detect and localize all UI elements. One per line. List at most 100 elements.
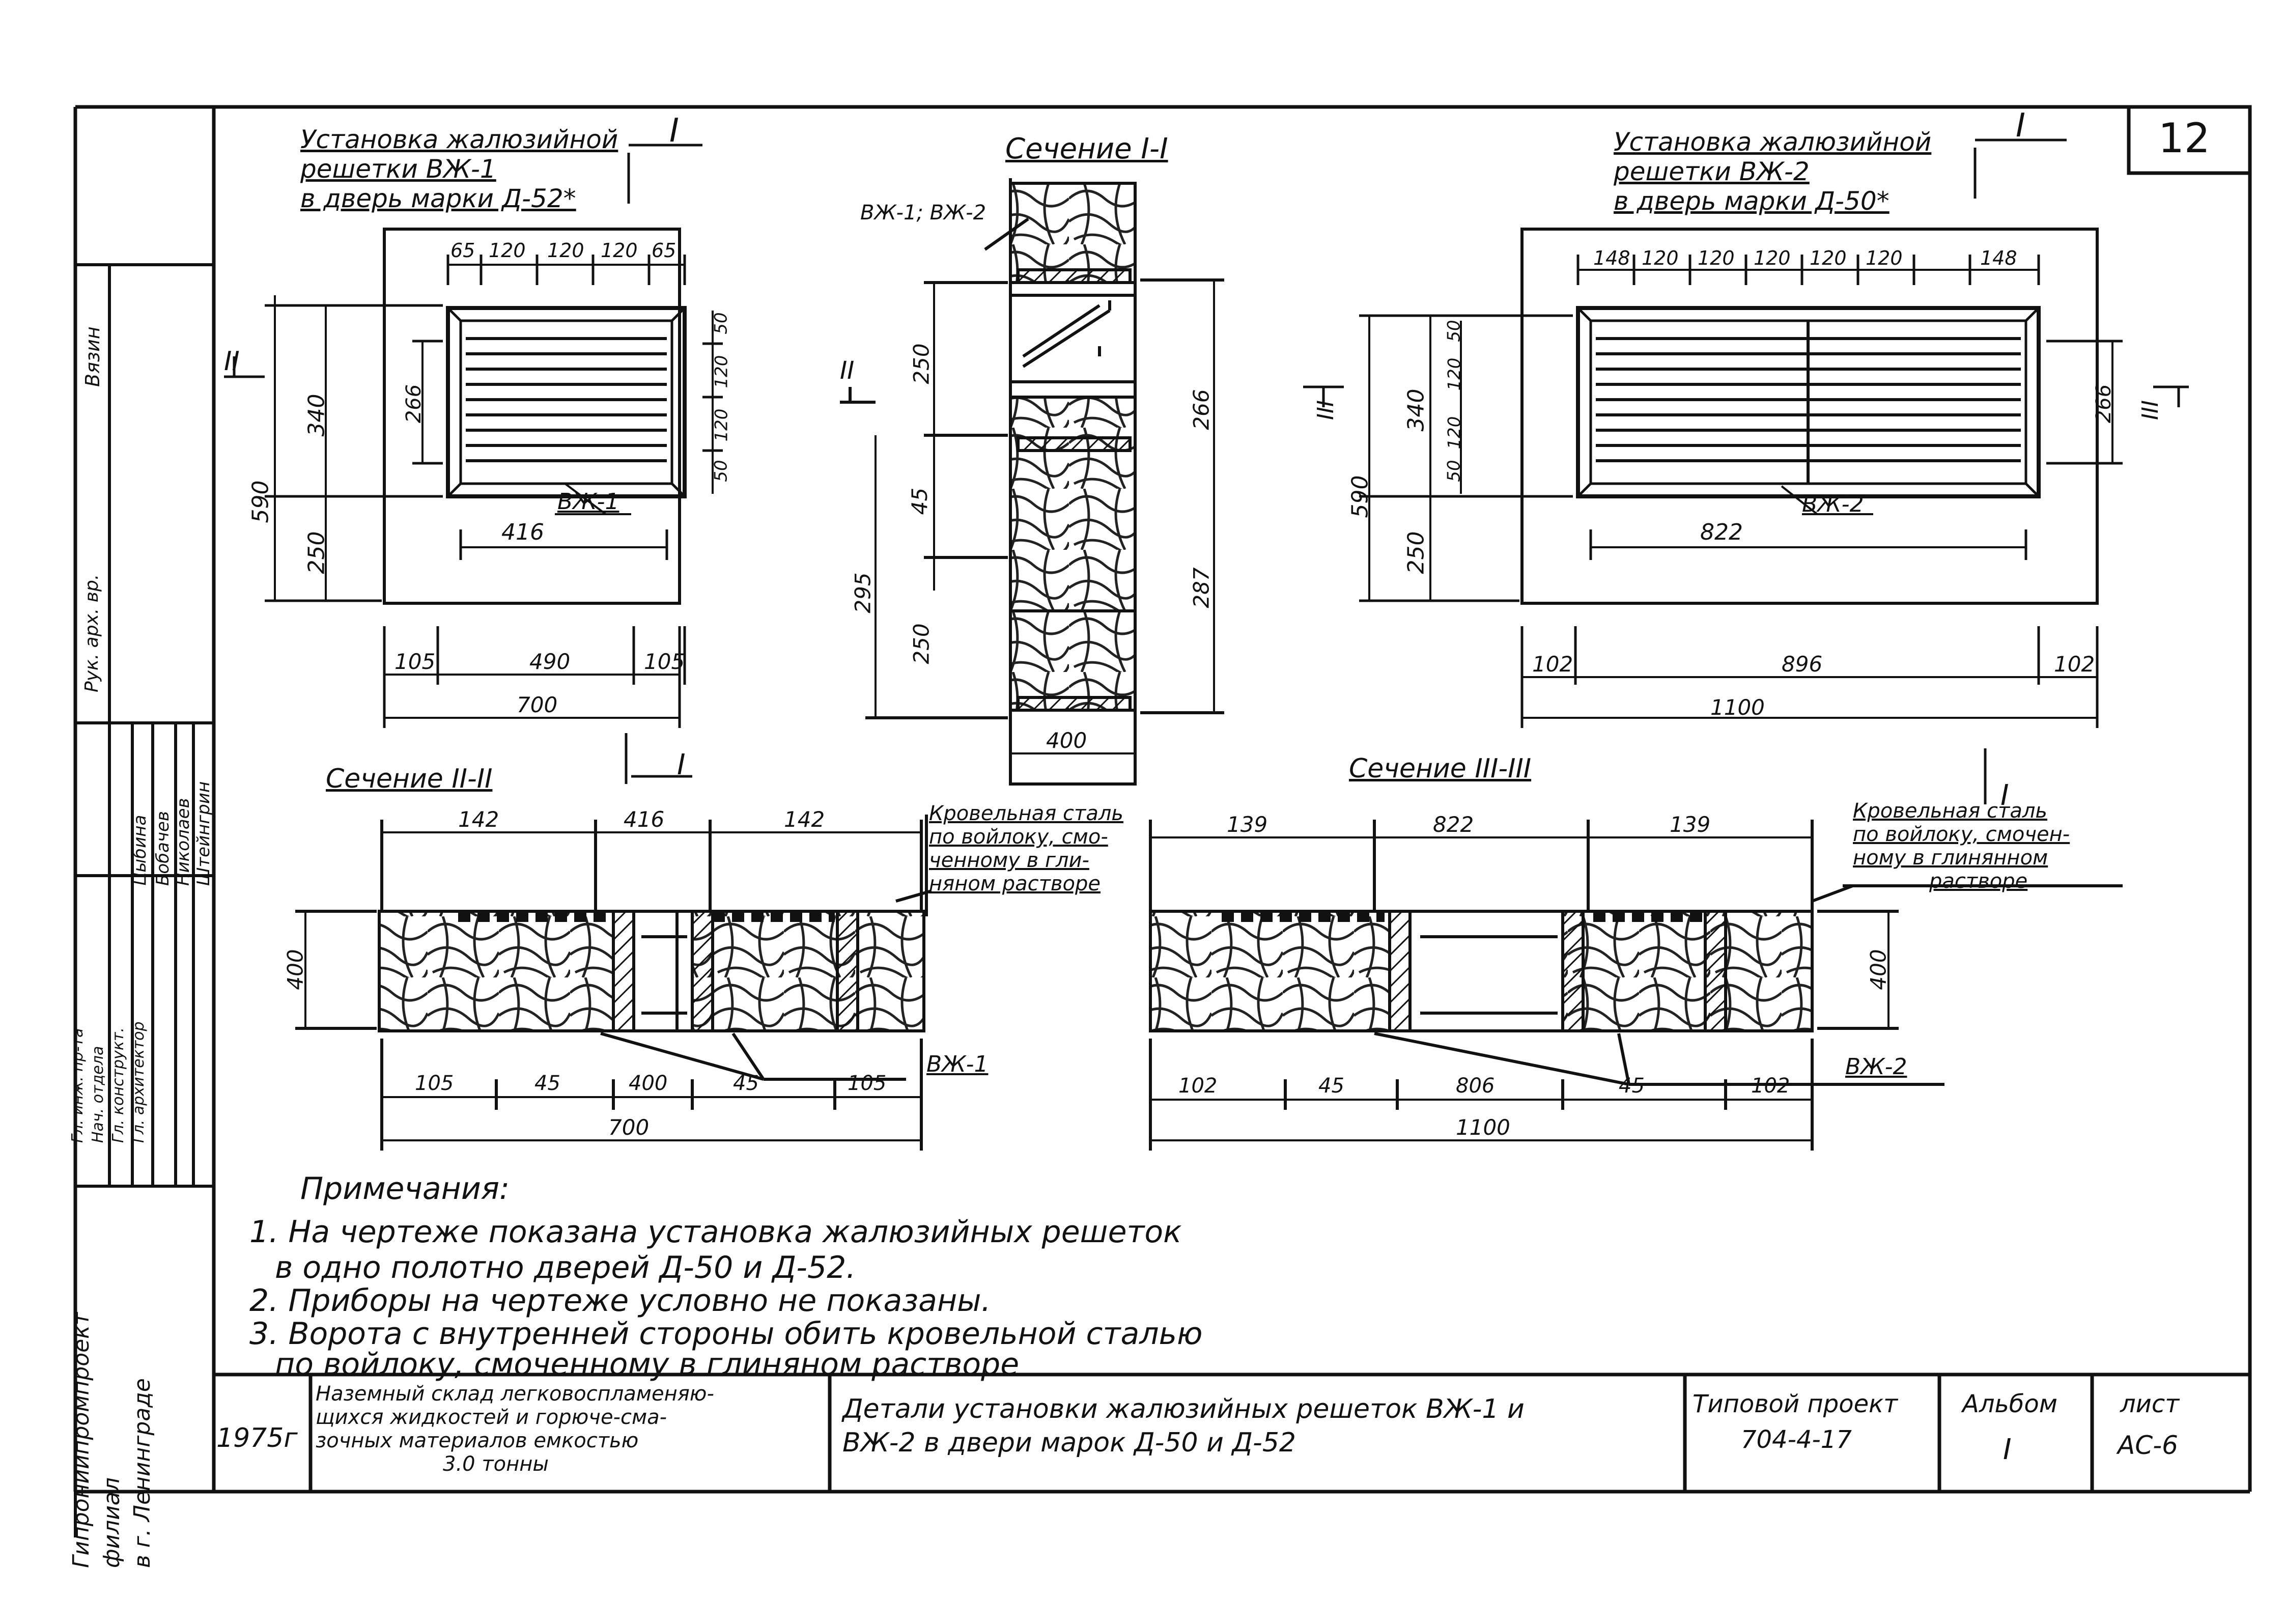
right-side-mark-right: III (2137, 400, 2163, 420)
section-2-dim-400: 400 (283, 949, 308, 990)
tb-year: 1975г (216, 1423, 298, 1453)
right-dim-822: 822 (1700, 519, 1743, 545)
section-3-title: Сечение III-III (1349, 753, 1532, 784)
section-3-roof-line1: Кровельная сталь (1853, 799, 2047, 823)
right-dim-top-1: 120 (1642, 247, 1679, 269)
stamp-role-2: Гл. конструкт. (109, 1027, 127, 1143)
section-3-3 (1149, 820, 2123, 1151)
section-3-cut-mark: I (2000, 779, 2009, 812)
stamp-role-1: Нач. отдела (89, 1046, 107, 1143)
right-dim-right-0: 50 (1444, 460, 1464, 482)
tb-album-label: Альбом (1962, 1390, 2057, 1418)
left-grille-label: ВЖ-1 (557, 489, 619, 515)
section-3-dim-bottom-1: 45 (1318, 1074, 1344, 1098)
left-dim-340: 340 (303, 394, 330, 437)
tb-project-label: Типовой проект (1693, 1390, 1898, 1418)
right-dim-top-0: 148 (1593, 247, 1630, 269)
section-3-roof-line4: растворе (1929, 870, 2028, 893)
left-side-mark: II (224, 346, 240, 377)
stamp-name-2: Николаев (173, 798, 193, 886)
section-3-dim-bottom-2: 806 (1456, 1074, 1495, 1098)
section-3-dim-bottom-0: 102 (1178, 1074, 1218, 1098)
section-2-2 (295, 815, 932, 1151)
section-2-dim-bottom-4: 105 (848, 1072, 887, 1095)
section-2-dim-top-0: 142 (458, 807, 499, 832)
section-2-dim-top-1: 416 (624, 807, 665, 832)
left-dim-total: 700 (517, 692, 558, 717)
tb-album-value: I (2003, 1433, 2012, 1466)
right-title-line3: в дверь марки Д-50* (1614, 186, 1890, 216)
right-title-line2: решетки ВЖ-2 (1614, 157, 1810, 186)
section-1-side-mark: II (840, 356, 855, 385)
note-2: 2. Приборы на чертеже условно не показан… (249, 1283, 991, 1319)
tb-project-value: 704-4-17 (1741, 1425, 1852, 1454)
stamp-name-3: Штейнгрин (193, 781, 214, 886)
tb-sheet-label: лист (2120, 1390, 2180, 1418)
right-view-title: Установка жалюзийной решетки ВЖ-2 в двер… (1614, 127, 1931, 216)
left-dim-top-1: 120 (489, 239, 526, 262)
section-3-grille-label: ВЖ-2 (1845, 1054, 1907, 1080)
note-3a: 3. Ворота с внутренней стороны обить кро… (249, 1316, 1203, 1352)
left-dim-250: 250 (303, 531, 330, 574)
right-grille-label: ВЖ-2 (1802, 491, 1864, 517)
right-dim-590: 590 (1347, 475, 1373, 518)
left-dim-top-4: 65 (652, 239, 676, 262)
left-dim-top-0: 65 (450, 239, 475, 262)
section-2-dim-total: 700 (608, 1115, 650, 1140)
left-title-line3: в дверь марки Д-52* (300, 184, 576, 213)
left-dim-top-2: 120 (547, 239, 584, 262)
right-dim-right-1: 120 (1444, 416, 1465, 450)
section-1-dim-295: 295 (850, 572, 876, 613)
right-dim-top-5: 120 (1866, 247, 1903, 269)
section-2-roof-line3: ченному в гли- (929, 849, 1089, 872)
title-block-lines (214, 1373, 2250, 1492)
view-door-d52 (224, 144, 723, 784)
section-1-dim-266: 266 (1189, 389, 1214, 430)
section-2-grille-label: ВЖ-1 (926, 1051, 989, 1077)
tb-object-line2: щихся жидкостей и горюче-сма- (316, 1406, 667, 1429)
left-dim-416: 416 (501, 519, 544, 545)
section-1-dim-400: 400 (1046, 728, 1087, 753)
section-2-dim-bottom-2: 400 (629, 1072, 668, 1095)
tb-object-line3: зочных материалов емкостью (316, 1429, 639, 1452)
section-3-dim-bottom-4: 102 (1751, 1074, 1790, 1098)
right-dim-top-2: 120 (1698, 247, 1735, 269)
section-3-dim-bottom-3: 45 (1619, 1074, 1645, 1098)
section-3-roof-line2: по войлоку, смочен- (1853, 823, 2070, 846)
right-title-line1: Установка жалюзийной (1614, 127, 1932, 157)
right-dim-top-6: 148 (1980, 247, 2017, 269)
stamp-top-role: Рук. арх. вр. (81, 574, 102, 692)
section-1-dim-250a: 250 (909, 343, 934, 384)
section-3-dim-total: 1100 (1456, 1115, 1510, 1140)
tb-object: Наземный склад легковоспламеняю- щихся ж… (316, 1382, 714, 1476)
section-2-title: Сечение II-II (326, 764, 493, 794)
left-title-line2: решетки ВЖ-1 (300, 154, 496, 184)
right-dim-right-3: 50 (1444, 320, 1464, 342)
left-dim-right-1: 120 (711, 355, 732, 388)
tb-object-line1: Наземный склад легковоспламеняю- (316, 1382, 714, 1406)
tb-drawing-line2: ВЖ-2 в двери марок Д-50 и Д-52 (842, 1427, 1296, 1458)
section-3-roof-note: Кровельная сталь по войлоку, смочен- ном… (1853, 799, 2070, 893)
section-3-roof-line3: ному в глинянном (1853, 846, 2048, 870)
note-3b: по войлоку, смоченному в глиняном раство… (275, 1347, 1020, 1382)
right-dim-250: 250 (1403, 531, 1429, 574)
tb-object-line4: 3.0 тонны (443, 1452, 549, 1476)
section-1-dim-250b: 250 (909, 623, 934, 664)
section-2-dim-bottom-1: 45 (534, 1072, 560, 1095)
tb-drawing-line1: Детали установки жалюзийных решеток ВЖ-1… (842, 1394, 1525, 1424)
section-2-roof-line2: по войлоку, смо- (929, 825, 1108, 849)
section-1-label: ВЖ-1; ВЖ-2 (860, 201, 986, 225)
left-dim-right-0: 50 (711, 312, 731, 334)
left-dim-590: 590 (247, 480, 274, 523)
sheet-frame (73, 105, 2252, 1494)
right-dim-right-2: 120 (1444, 357, 1465, 391)
right-dim-266: 266 (2092, 384, 2116, 424)
section-2-dim-top-2: 142 (784, 807, 825, 832)
section-1-title: Сечение I-I (1005, 132, 1168, 165)
section-3-dim-top-0: 139 (1227, 812, 1268, 837)
right-dim-top-4: 120 (1810, 247, 1847, 269)
left-dim-right-3: 50 (711, 460, 731, 482)
stamp-org-line2: филиал (99, 1477, 125, 1568)
section-2-cut-mark: I (677, 748, 686, 781)
section-2-roof-line4: няном растворе (929, 872, 1101, 895)
